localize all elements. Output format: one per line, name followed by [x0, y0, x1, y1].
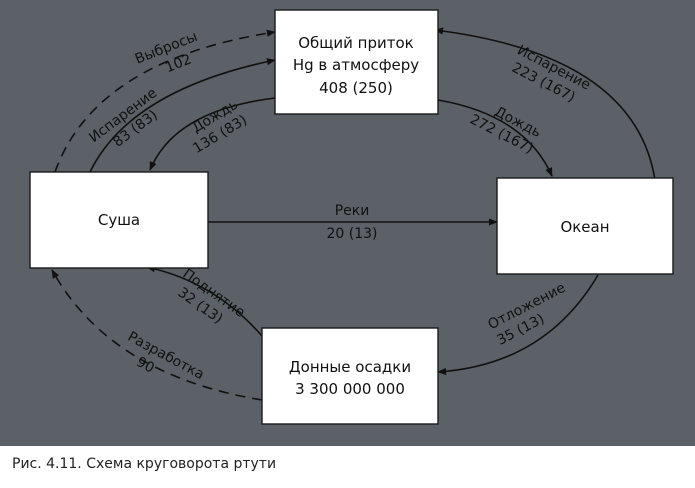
emissions-arrow — [54, 29, 276, 173]
land-box — [29, 171, 209, 269]
sediments-box — [261, 327, 439, 425]
atmosphere-subtitle: Hg в атмосферу — [293, 56, 419, 74]
ocean-rain-arrow — [437, 99, 553, 177]
land-label: Суша — [98, 211, 140, 229]
mining-arrow — [51, 269, 263, 401]
ocean-label: Океан — [560, 218, 609, 236]
rivers-value-label: 20 (13) — [326, 226, 377, 242]
atmosphere-box — [274, 9, 439, 115]
atmosphere-title: Общий приток — [298, 34, 414, 52]
land-rain-arrow — [149, 97, 276, 171]
deposition-arrow — [437, 274, 599, 376]
uplift-arrow — [146, 265, 263, 337]
atmosphere-value: 408 (250) — [319, 79, 393, 97]
sediments-value: 3 300 000 000 — [295, 380, 405, 398]
ocean-evaporation-arrow — [434, 27, 656, 181]
land-evaporation-arrow — [89, 58, 276, 173]
mining-name-label: Разработка — [125, 329, 207, 383]
rivers-name-label: Реки — [335, 203, 370, 219]
mercury-cycle-diagram: Общий приток Hg в атмосферу 408 (250) Су… — [29, 9, 674, 425]
figure-caption: Рис. 4.11. Схема круговорота ртути — [12, 456, 277, 472]
ocean-box — [496, 177, 674, 275]
mining-value-label: 90 — [134, 354, 157, 377]
sediments-title: Донные осадки — [289, 358, 411, 376]
